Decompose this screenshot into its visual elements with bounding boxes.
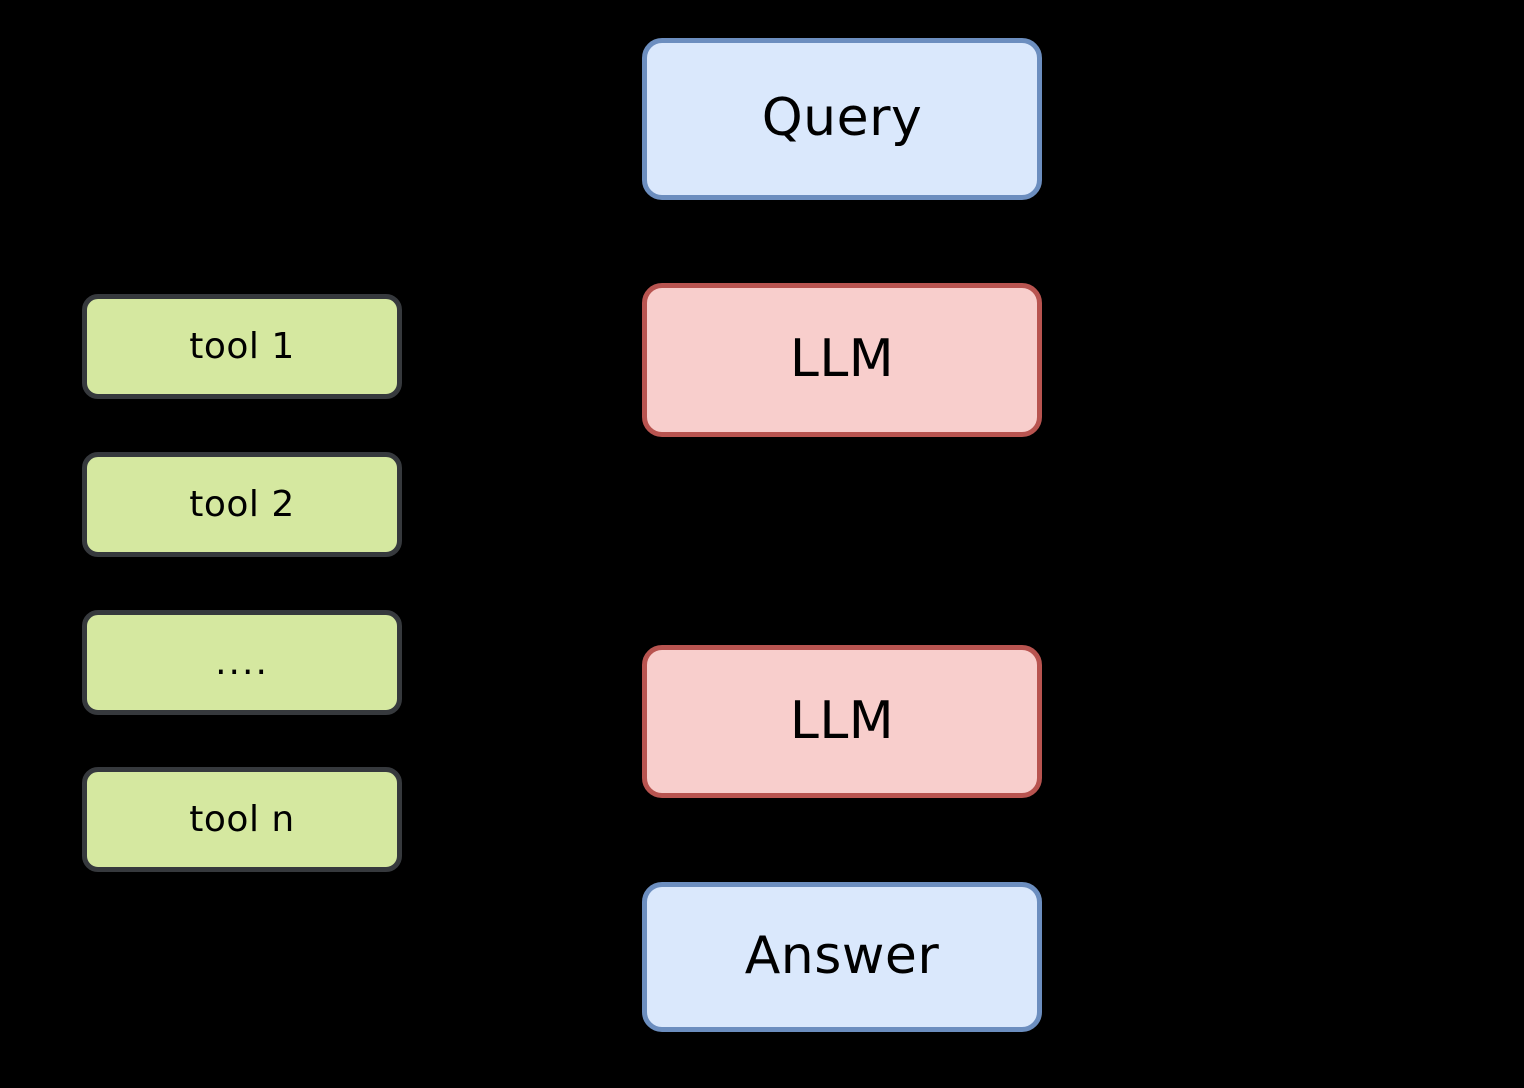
node-tool-2-label: tool 2 [189,483,295,525]
node-tool-n-label: tool n [189,798,295,840]
node-llm-1-label: LLM [789,329,895,390]
node-tool-ellipsis-label: .... [215,641,269,683]
node-llm-1[interactable]: LLM [642,283,1042,437]
node-llm-2[interactable]: LLM [642,645,1042,798]
node-llm-2-label: LLM [789,690,895,751]
node-tool-ellipsis[interactable]: .... [82,610,402,715]
node-query[interactable]: Query [642,38,1042,200]
node-tool-1-label: tool 1 [189,325,295,367]
node-answer[interactable]: Answer [642,882,1042,1032]
node-tool-2[interactable]: tool 2 [82,452,402,557]
node-tool-n[interactable]: tool n [82,767,402,872]
node-query-label: Query [761,88,923,149]
node-answer-label: Answer [744,926,940,987]
node-tool-1[interactable]: tool 1 [82,294,402,399]
